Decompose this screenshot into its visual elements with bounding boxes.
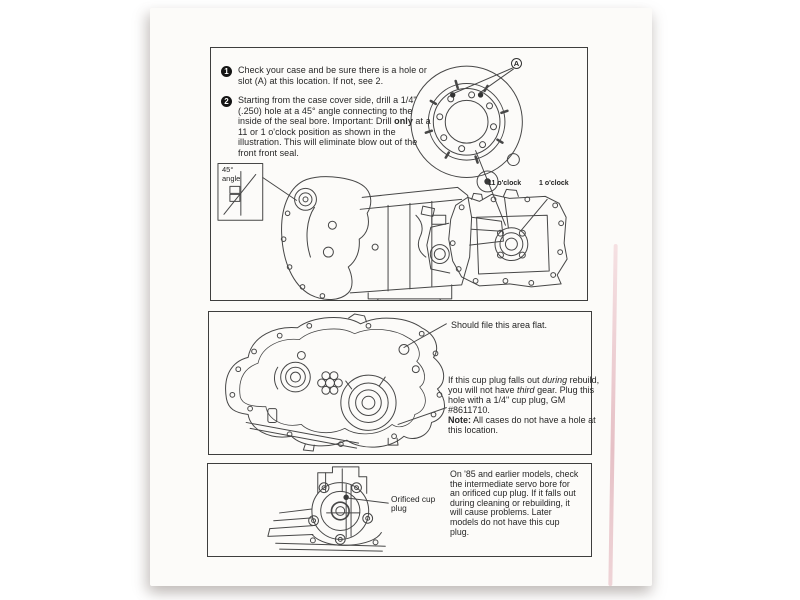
point-a-badge: A bbox=[511, 58, 522, 69]
servo-bore-diagram bbox=[208, 464, 591, 556]
cup-plug-note-i2: third bbox=[517, 384, 535, 395]
step-2-number-icon: 2 bbox=[221, 96, 232, 107]
step-1-number-icon: 1 bbox=[221, 66, 232, 77]
step-2-text-pre: Starting from the case cover side, drill… bbox=[238, 95, 417, 127]
step-2-text-bold: only bbox=[394, 116, 413, 127]
clock-1-label: 1 o'clock bbox=[539, 180, 569, 187]
cup-plug-note-rest: All cases do not have a hole at this loc… bbox=[448, 414, 596, 435]
cup-plug-note-i1: during bbox=[542, 375, 568, 385]
step-2: 2 Starting from the case cover side, dri… bbox=[221, 95, 435, 159]
drill-diagram bbox=[211, 48, 587, 300]
cup-plug-note-p3: gear. Plug this hole with a 1/4" cup plu… bbox=[448, 384, 595, 415]
angle-inset-label: 45° angle bbox=[222, 165, 241, 183]
cup-plug-note-p1: If this cup plug falls out bbox=[448, 375, 543, 385]
paper-sheet bbox=[150, 8, 652, 586]
step-2-text-post: at a 11 or 1 o'clock position as shown i… bbox=[238, 116, 431, 158]
section-servo-bore: Orificed cup plug On '85 and earlier mod… bbox=[207, 463, 592, 557]
section-file-flat: Should file this area flat. If this cup … bbox=[208, 311, 599, 455]
cup-plug-note: If this cup plug falls out during rebuil… bbox=[448, 375, 601, 435]
step-1: 1 Check your case and be sure there is a… bbox=[221, 65, 435, 86]
file-flat-label: Should file this area flat. bbox=[451, 320, 548, 330]
clock-11-label: 11 o'clock bbox=[488, 180, 522, 187]
case-interior-diagram bbox=[209, 312, 591, 454]
servo-note-text: On '85 and earlier models, check the int… bbox=[450, 469, 579, 537]
step-1-text: Check your case and be sure there is a h… bbox=[238, 65, 427, 86]
orificed-cup-plug-label: Orificed cup plug bbox=[391, 494, 436, 514]
section-drill-instructions: 1 Check your case and be sure there is a… bbox=[210, 47, 588, 301]
cup-plug-note-bold: Note: bbox=[448, 414, 471, 425]
step-2-text: Starting from the case cover side, drill… bbox=[238, 95, 435, 159]
cup-plug-note-p2: rebuild, you will not have bbox=[448, 375, 600, 395]
